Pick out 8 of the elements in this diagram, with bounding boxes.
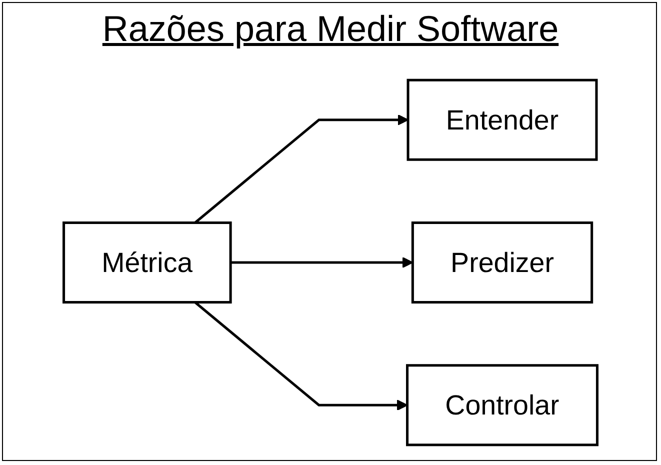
node-box: Predizer	[411, 221, 594, 304]
arrow	[194, 301, 408, 411]
title: Razões para Medir Software	[101, 8, 560, 50]
node-box: Controlar	[406, 364, 598, 446]
arrow	[194, 114, 409, 224]
node-box: Métrica	[62, 221, 232, 304]
node-box: Entender	[406, 78, 598, 161]
arrow	[230, 256, 414, 268]
